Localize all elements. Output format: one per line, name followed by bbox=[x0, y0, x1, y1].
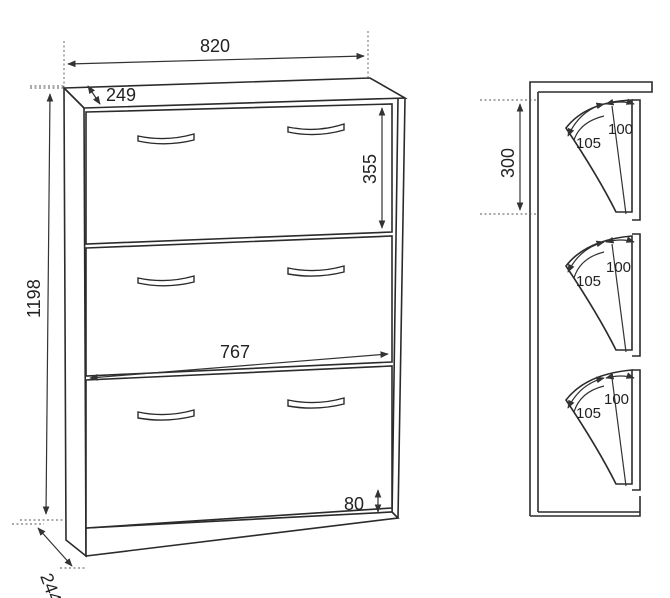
angle-outer-label-2: 105 bbox=[576, 273, 601, 290]
handle-bottom-left bbox=[137, 409, 195, 421]
side-compartment-1 bbox=[565, 99, 641, 221]
dim-inner-width-line bbox=[89, 351, 389, 381]
dim-height-line bbox=[42, 93, 54, 515]
dim-depth-bottom-line bbox=[37, 527, 73, 567]
angle-pair-1: 105 100 bbox=[567, 98, 635, 152]
angle-inner-label-2: 100 bbox=[606, 259, 631, 276]
dim-door-height-label: 355 bbox=[360, 154, 380, 184]
dim-height-label: 1198 bbox=[24, 279, 44, 318]
dim-depth-top-label: 249 bbox=[106, 85, 136, 105]
side-view: 105 100 105 100 105 100 300 bbox=[480, 81, 653, 517]
handle-middle-left bbox=[137, 275, 195, 287]
angle-inner-label-1: 100 bbox=[608, 121, 633, 138]
handle-top-left bbox=[137, 133, 195, 145]
angle-pair-3: 105 100 bbox=[567, 372, 635, 422]
angle-pair-2: 105 100 bbox=[567, 236, 635, 290]
dim-depth-bottom-label: 244 bbox=[36, 571, 65, 598]
handle-top-right bbox=[287, 123, 345, 136]
dim-inner-width-label: 767 bbox=[220, 342, 250, 362]
dim-depth-top-line bbox=[87, 85, 101, 105]
handle-middle-right bbox=[287, 265, 345, 277]
dim-width-line bbox=[67, 52, 365, 68]
angle-inner-label-3: 100 bbox=[604, 391, 629, 408]
door-top bbox=[85, 103, 393, 245]
dim-width-label: 820 bbox=[200, 36, 230, 56]
front-view: 820 249 1198 355 767 80 244 bbox=[12, 30, 408, 598]
angle-outer-label-3: 105 bbox=[576, 405, 601, 422]
side-compartment-2 bbox=[565, 233, 641, 357]
cabinet-left-side bbox=[63, 86, 87, 558]
dim-plinth-label: 80 bbox=[344, 494, 364, 514]
handle-bottom-right bbox=[287, 397, 345, 409]
angle-outer-label-1: 105 bbox=[576, 135, 601, 152]
dim-shelf-height-label: 300 bbox=[498, 148, 518, 178]
cabinet-plinth bbox=[85, 511, 400, 557]
side-compartment-3 bbox=[565, 369, 641, 491]
side-top bbox=[529, 81, 653, 93]
